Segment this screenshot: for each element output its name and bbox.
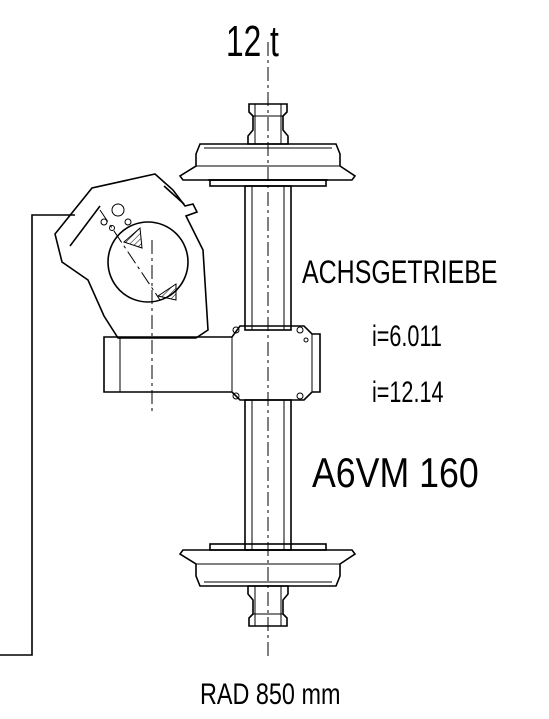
upper-axle-shaft xyxy=(244,185,292,331)
axle-gearbox-label: ACHSGETRIEBE xyxy=(302,254,498,290)
bottom-hub xyxy=(247,585,289,627)
gearbox-housing xyxy=(103,325,321,401)
bottom-wheel xyxy=(178,543,357,587)
gear-ratio-2-label: i=12.14 xyxy=(372,376,444,409)
motor-model-label: A6VM 160 xyxy=(312,449,479,496)
wheel-size-label: RAD 850 mm xyxy=(200,678,341,711)
leader-line xyxy=(0,214,75,656)
hydraulic-motor xyxy=(54,173,209,412)
gear-ratio-1-label: i=6.011 xyxy=(372,320,442,353)
axle-load-label: 12 t xyxy=(226,17,279,66)
